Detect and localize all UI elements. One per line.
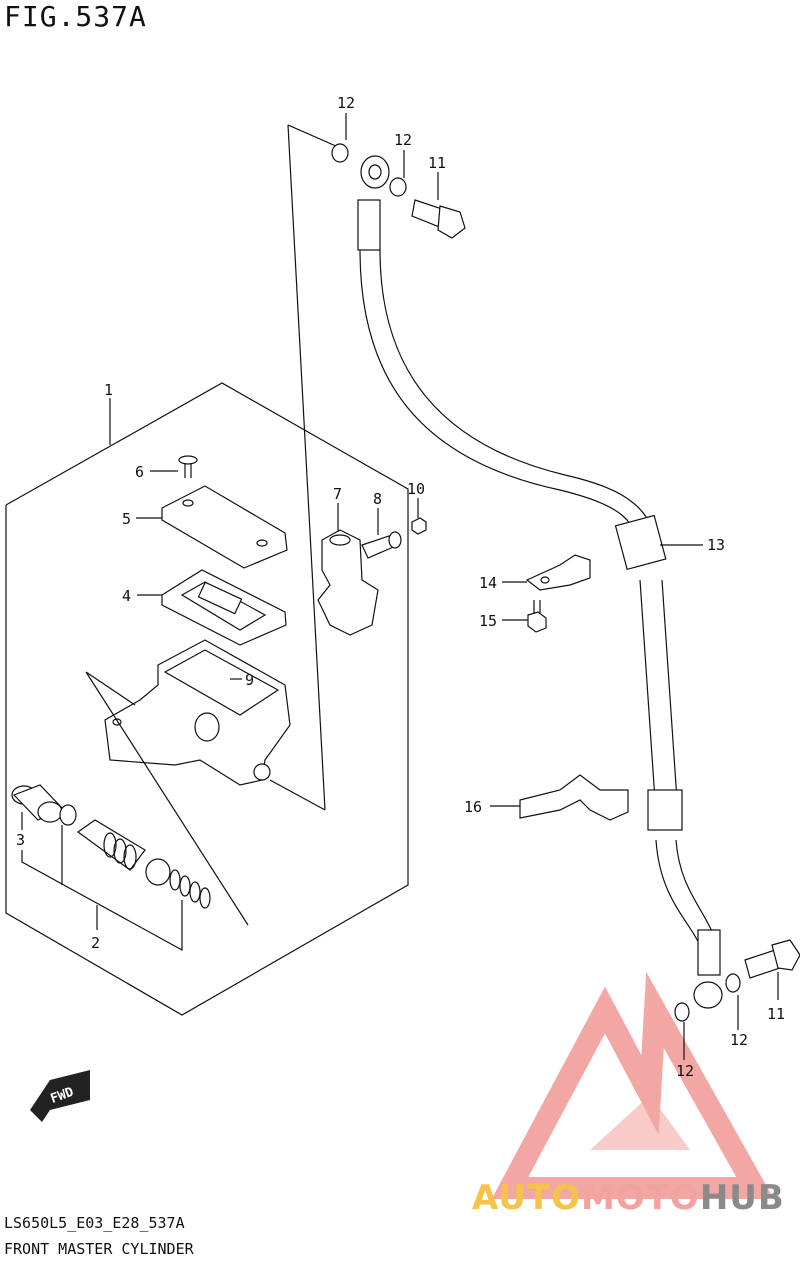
brand-moto: MOTO bbox=[580, 1178, 700, 1218]
callout-12-lower-a: 12 bbox=[730, 1031, 748, 1049]
fwd-arrow bbox=[30, 1070, 90, 1122]
callout-1: 1 bbox=[104, 381, 113, 399]
figure-code: LS650L5_E03_E28_537A bbox=[4, 1214, 185, 1232]
hose-bracket bbox=[519, 774, 629, 821]
diaphragm bbox=[161, 569, 287, 646]
spring bbox=[145, 858, 211, 909]
piston bbox=[76, 819, 146, 871]
callout-7: 7 bbox=[333, 485, 342, 503]
callout-3: 3 bbox=[16, 831, 25, 849]
circlip bbox=[59, 804, 77, 826]
washer-lower-1 bbox=[674, 1002, 690, 1022]
cap-screw bbox=[178, 455, 198, 478]
callout-10: 10 bbox=[407, 480, 425, 498]
figure-name: FRONT MASTER CYLINDER bbox=[4, 1240, 194, 1258]
boot bbox=[11, 784, 63, 823]
brake-hose bbox=[359, 249, 723, 1009]
lever-holder bbox=[317, 529, 379, 636]
pivot-bolt bbox=[361, 531, 402, 559]
watermark-brand: AUTOMOTOHUB bbox=[472, 1178, 785, 1218]
leader-lines bbox=[109, 113, 779, 1060]
brand-auto: AUTO bbox=[472, 1178, 581, 1218]
washer-upper-1 bbox=[331, 143, 349, 163]
callout-15: 15 bbox=[479, 612, 497, 630]
clamp-bolt bbox=[527, 600, 547, 633]
callout-11-upper: 11 bbox=[428, 154, 446, 172]
washer-lower-2 bbox=[725, 973, 741, 993]
nut bbox=[411, 517, 427, 535]
upper-banjo bbox=[357, 155, 390, 251]
watermark-logo bbox=[491, 971, 774, 1199]
banjo-bolt-lower bbox=[744, 939, 800, 979]
callout-16: 16 bbox=[464, 798, 482, 816]
figure-title: FIG.537A bbox=[4, 0, 147, 33]
banjo-bolt-upper bbox=[411, 199, 466, 239]
callout-9: 9 bbox=[245, 671, 254, 689]
washer-upper-2 bbox=[389, 177, 407, 197]
callout-11-lower: 11 bbox=[767, 1005, 785, 1023]
callout-5: 5 bbox=[122, 510, 131, 528]
callout-12-lower-b: 12 bbox=[676, 1062, 694, 1080]
hose-clamp bbox=[525, 554, 591, 591]
callout-14: 14 bbox=[479, 574, 497, 592]
callout-4: 4 bbox=[122, 587, 131, 605]
callout-13: 13 bbox=[707, 536, 725, 554]
callout-12-upper-b: 12 bbox=[394, 131, 412, 149]
callout-6: 6 bbox=[135, 463, 144, 481]
callout-2: 2 bbox=[91, 934, 100, 952]
callout-8: 8 bbox=[373, 490, 382, 508]
master-cylinder-body bbox=[85, 639, 326, 926]
brand-hub: HUB bbox=[699, 1178, 785, 1218]
leader-2 bbox=[21, 850, 183, 952]
callout-12-upper-a: 12 bbox=[337, 94, 355, 112]
reservoir-cap bbox=[161, 485, 288, 569]
